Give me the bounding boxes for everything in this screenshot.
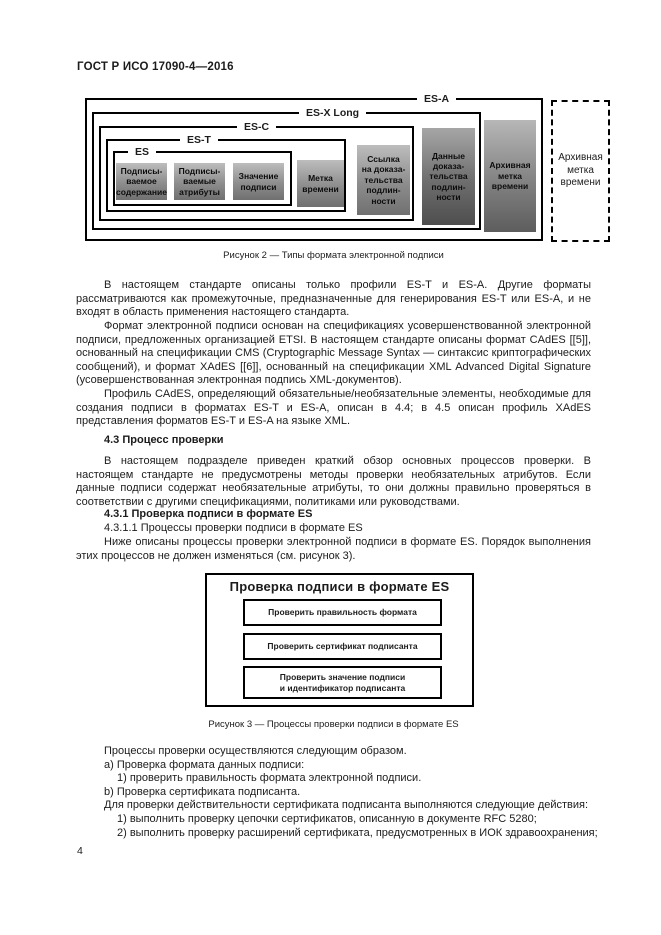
list-item-a: a) Проверка формата данных подписи: xyxy=(104,759,305,771)
figure3-step-check-signature-value: Проверить значение подписи и идентификат… xyxy=(243,666,442,699)
frame-label-es-t: ES-T xyxy=(180,133,218,148)
frame-es-t: ES-T xyxy=(106,133,346,212)
paragraph-profiles: В настоящем стандарте описаны только про… xyxy=(76,279,591,319)
block-signed-content: Подписы- ваемое содержание xyxy=(116,163,167,200)
frame-es-c: ES-C xyxy=(99,120,414,221)
figure2-diagram: ES-A ES-X Long ES-C ES-T ES Подписы- вае… xyxy=(0,0,661,260)
heading-4-3-1: 4.3.1 Проверка подписи в формате ES xyxy=(104,508,313,520)
paragraph-process-intro: Процессы проверки осуществляются следующ… xyxy=(104,745,407,757)
heading-4-3: 4.3 Процесс проверки xyxy=(104,434,224,446)
document-header: ГОСТ Р ИСО 17090-4—2016 xyxy=(77,61,234,73)
frame-es-x-long: ES-X Long xyxy=(92,106,481,230)
block-signature-value: Значение подписи xyxy=(233,163,284,200)
figure3-diagram: Проверка подписи в формате ES Проверить … xyxy=(205,573,474,707)
figure3-step-check-format: Проверить правильность формата xyxy=(243,599,442,626)
frame-es: ES xyxy=(113,145,292,206)
list-item-b2: 2) выполнить проверку расширений сертифи… xyxy=(117,827,598,839)
block-evidence-data: Данные доказа- тельства подлин- ности xyxy=(422,128,475,225)
block-archive-timestamp-outer: Архивная метка времени xyxy=(551,100,610,242)
block-timestamp: Метка времени xyxy=(297,160,344,207)
list-item-b-intro: Для проверки действительности сертификат… xyxy=(104,799,589,811)
figure3-caption: Рисунок 3 — Процессы проверки подписи в … xyxy=(208,719,459,730)
block-evidence-reference: Ссылка на доказа- тельства подлин- ности xyxy=(357,145,410,215)
block-archive-timestamp: Архивная метка времени xyxy=(484,120,536,232)
list-item-a1: 1) проверить правильность формата электр… xyxy=(117,772,422,784)
frame-label-es: ES xyxy=(128,145,157,160)
paragraph-verification-overview: В настоящем подразделе приведен краткий … xyxy=(76,455,591,508)
block-signed-attributes: Подписы- ваемые атрибуты xyxy=(174,163,225,200)
frame-es-a: ES-A xyxy=(85,92,543,241)
frame-label-es-a: ES-A xyxy=(417,92,457,107)
figure2-caption: Рисунок 2 — Типы формата электронной под… xyxy=(223,250,444,261)
figure3-step-check-certificate: Проверить сертификат подписанта xyxy=(243,633,442,660)
paragraph-cades-profile: Профиль CAdES, определяющий обязательные… xyxy=(76,388,591,428)
list-item-b1: 1) выполнить проверку цепочки сертификат… xyxy=(117,813,537,825)
page-number: 4 xyxy=(77,845,83,857)
list-item-b: b) Проверка сертификата подписанта. xyxy=(104,786,301,798)
figure3-title: Проверка подписи в формате ES xyxy=(229,579,450,594)
heading-4-3-1-1: 4.3.1.1 Процессы проверки подписи в форм… xyxy=(104,522,363,534)
frame-label-es-c: ES-C xyxy=(237,120,277,135)
paragraph-es-verification: Ниже описаны процессы проверки электронн… xyxy=(76,536,591,562)
paragraph-formats: Формат электронной подписи основан на сп… xyxy=(76,320,591,387)
frame-label-es-x-long: ES-X Long xyxy=(299,106,367,121)
